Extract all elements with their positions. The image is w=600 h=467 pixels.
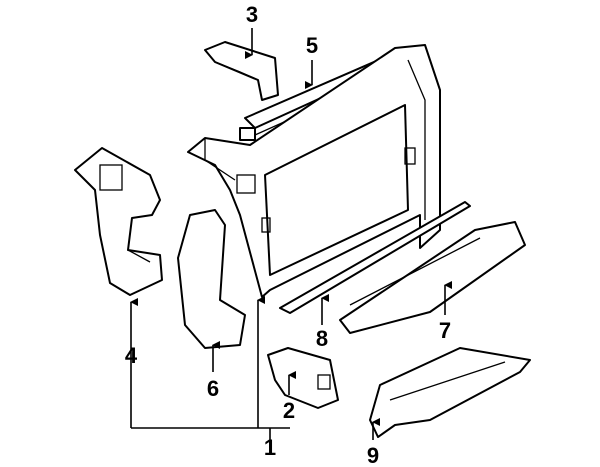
callout-2: 2 (283, 398, 295, 423)
callout-8: 8 (316, 326, 328, 351)
callout-4: 4 (125, 343, 138, 368)
part-3-bracket (204, 41, 279, 101)
callout-1: 1 (264, 435, 276, 460)
callout-6: 6 (207, 376, 219, 401)
part-9-skid-plate (369, 347, 531, 438)
part-8-lower-strip (279, 201, 471, 314)
callout-7: 7 (439, 318, 451, 343)
part-4-side-bracket (74, 147, 163, 296)
part-2-latch-support (267, 347, 339, 409)
part-6-air-deflector (177, 209, 246, 349)
callout-9: 9 (367, 443, 379, 467)
part-7-lower-panel (339, 221, 526, 334)
leader-lines (130, 28, 452, 440)
callout-5: 5 (306, 33, 318, 58)
radiator-support-frame (187, 44, 441, 298)
callout-3: 3 (246, 2, 258, 27)
